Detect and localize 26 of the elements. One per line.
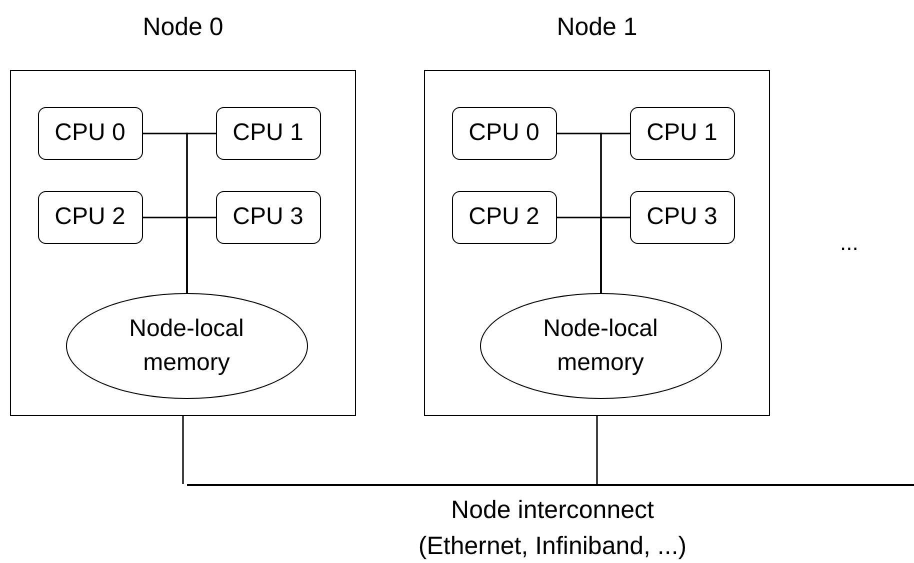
node-text: CPU 0 <box>54 119 126 147</box>
node-text: CPU 1 <box>646 119 718 147</box>
node-text: CPU 2 <box>468 203 540 231</box>
connector-line <box>182 416 184 484</box>
cpu-box <box>216 190 320 244</box>
node-text: CPU 3 <box>232 203 304 231</box>
node-text: CPU 0 <box>468 119 540 147</box>
node-text: CPU 1 <box>232 119 304 147</box>
ellipsis-label: ... <box>840 230 858 256</box>
connector-line <box>186 216 216 293</box>
cpu-box <box>452 190 556 244</box>
cpu-box <box>630 190 734 244</box>
cpu-box <box>452 106 556 160</box>
node-heading: Node 0 <box>142 13 224 42</box>
node-heading: Node 1 <box>556 13 638 42</box>
cpu-box <box>38 106 142 160</box>
node-text: Node-local memory <box>542 314 659 378</box>
node-caption: Node interconnect (Ethernet, Infiniband, ...) <box>417 495 688 562</box>
cpu-box <box>216 106 320 160</box>
connector-line <box>600 216 630 293</box>
connector-line <box>596 416 598 484</box>
cpu-box <box>38 190 142 244</box>
node-text: CPU 3 <box>646 203 718 231</box>
node-text: CPU 2 <box>54 203 126 231</box>
node-text: Node-local memory <box>128 314 245 378</box>
cpu-box <box>630 106 734 160</box>
